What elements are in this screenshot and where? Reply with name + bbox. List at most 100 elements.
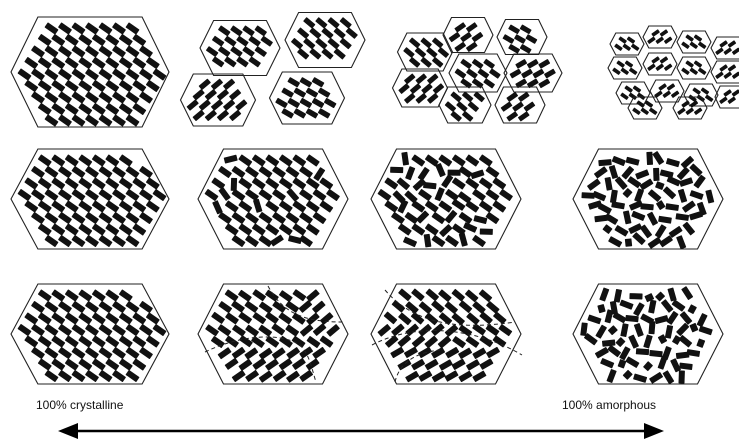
- particle: [252, 223, 266, 235]
- row1-nanocrystal: [715, 86, 739, 108]
- particle: [665, 203, 679, 211]
- particle: [415, 73, 427, 84]
- particle: [272, 301, 286, 313]
- particle: [309, 48, 321, 60]
- particle: [538, 78, 550, 88]
- particle: [663, 186, 677, 199]
- particle: [458, 347, 472, 359]
- particle: [38, 57, 52, 69]
- particle: [397, 359, 411, 371]
- particle: [319, 200, 333, 212]
- particle: [320, 312, 334, 325]
- particle: [492, 200, 506, 212]
- particle: [279, 177, 293, 189]
- particle: [125, 301, 139, 313]
- particle: [292, 358, 306, 370]
- particle: [651, 56, 660, 64]
- particle: [44, 370, 58, 382]
- particle: [139, 324, 153, 336]
- particle: [646, 152, 653, 165]
- particle: [431, 300, 445, 313]
- particle: [303, 38, 315, 50]
- particle: [238, 312, 252, 324]
- particle: [71, 189, 85, 201]
- particle: [244, 301, 258, 313]
- row1-grain: [200, 21, 280, 76]
- particle: [58, 324, 72, 336]
- particle: [132, 177, 146, 189]
- particle: [460, 32, 472, 42]
- particle: [459, 233, 468, 247]
- grain-outline: [643, 26, 677, 48]
- particle: [125, 324, 139, 336]
- particle: [31, 45, 45, 57]
- particle: [636, 100, 645, 108]
- row1-grain: [285, 13, 365, 68]
- particle: [678, 370, 684, 383]
- particle: [119, 335, 133, 347]
- particle: [92, 358, 106, 370]
- particle: [92, 103, 106, 115]
- particle: [465, 336, 479, 348]
- particle: [139, 45, 153, 57]
- particle: [445, 324, 459, 337]
- particle: [433, 83, 445, 94]
- particle: [312, 347, 326, 359]
- particle: [449, 32, 461, 42]
- particle: [38, 335, 52, 347]
- row1-single-crystal: [11, 17, 169, 127]
- particle: [297, 48, 309, 60]
- particle: [44, 45, 58, 57]
- particle: [409, 37, 421, 48]
- particle: [217, 89, 229, 101]
- grain-outline: [610, 33, 644, 55]
- particle: [105, 80, 119, 92]
- particle: [98, 45, 112, 57]
- particle: [640, 224, 652, 238]
- particle: [231, 178, 237, 191]
- particle: [483, 59, 495, 69]
- particle: [592, 191, 606, 202]
- particle: [477, 68, 489, 78]
- particle: [425, 288, 439, 301]
- particle: [279, 336, 293, 348]
- particle: [71, 68, 85, 80]
- particle: [647, 63, 656, 71]
- particle: [51, 223, 65, 235]
- particle: [631, 211, 645, 221]
- particle: [439, 359, 453, 371]
- particle: [508, 24, 520, 34]
- particle: [425, 200, 439, 212]
- particle: [620, 67, 629, 75]
- particle: [258, 325, 272, 337]
- particle: [425, 312, 439, 325]
- particle: [681, 100, 690, 108]
- particle: [44, 212, 58, 224]
- particle: [252, 177, 266, 189]
- particle: [521, 69, 533, 79]
- particle: [689, 163, 703, 176]
- particle: [632, 107, 641, 115]
- particle: [105, 154, 119, 166]
- particle: [105, 57, 119, 69]
- particle: [418, 189, 432, 201]
- particle: [275, 98, 288, 109]
- particle: [252, 289, 266, 301]
- particle: [685, 34, 694, 42]
- particle: [238, 154, 252, 166]
- particle: [401, 152, 409, 166]
- particle: [319, 177, 333, 189]
- particle: [614, 225, 628, 237]
- particle: [146, 80, 160, 92]
- particle: [132, 57, 146, 69]
- particle: [105, 34, 119, 46]
- particle: [648, 321, 655, 334]
- particle: [727, 96, 736, 104]
- particle: [624, 85, 633, 93]
- particle: [232, 324, 246, 336]
- particle: [689, 190, 703, 200]
- particle: [252, 312, 266, 324]
- particle: [71, 22, 85, 34]
- particle: [71, 347, 85, 359]
- particle: [699, 326, 713, 336]
